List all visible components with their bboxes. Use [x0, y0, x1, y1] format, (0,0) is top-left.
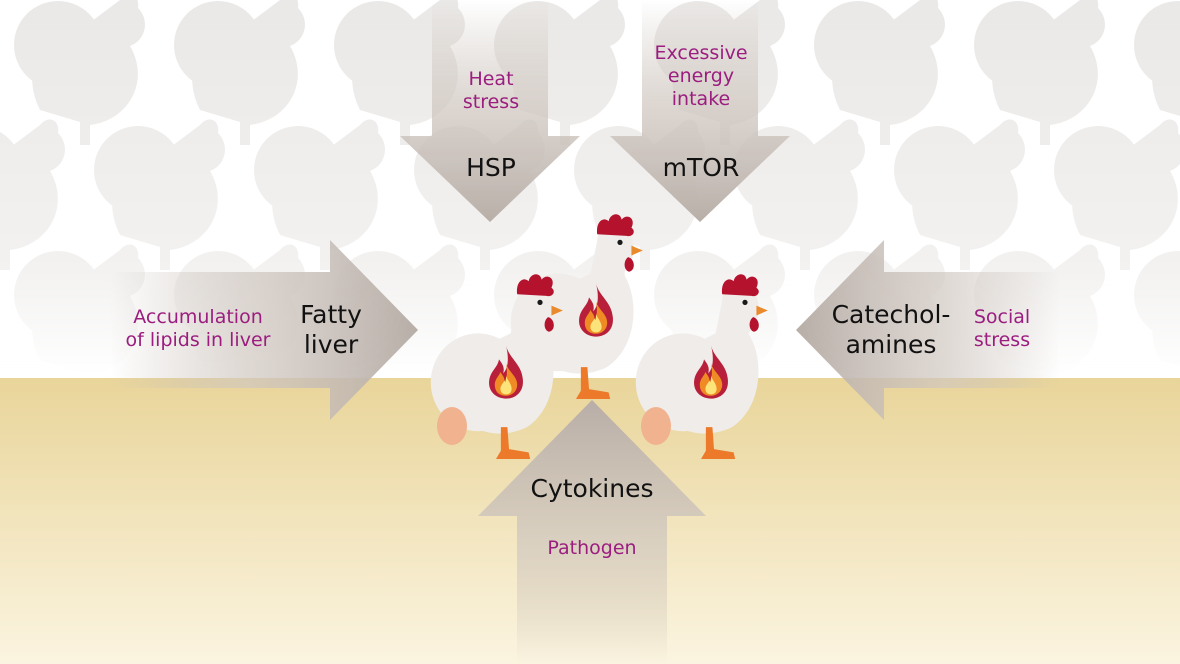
arrow-right: [796, 240, 1060, 420]
arrow-left: [110, 240, 418, 420]
mediator-fatty-liver: Fatty liver: [286, 300, 376, 360]
cause-line: of lipids in liver: [125, 328, 271, 351]
egg-icon: [641, 407, 671, 445]
cause-line: stress: [462, 90, 520, 113]
center-hens: [430, 214, 768, 459]
cause-excessive-energy-intake: Excessive energy intake: [630, 42, 772, 110]
egg-icon: [437, 407, 467, 445]
cause-heat-stress: Heat stress: [420, 68, 562, 114]
mediator-cytokines: Cytokines: [530, 474, 654, 503]
mediator-line: Fatty: [300, 300, 362, 329]
mediator-hsp: HSP: [466, 153, 516, 182]
cause-line: Accumulation: [133, 306, 263, 328]
mediator-line: Catechol-: [831, 300, 951, 329]
cause-line: Social: [973, 306, 1031, 328]
cause-line: Excessive: [654, 42, 748, 64]
mediator-catecholamines: Catechol- amines: [828, 300, 954, 360]
arrow-top-left: [400, 0, 580, 222]
cause-pathogen: Pathogen: [547, 537, 637, 559]
mediator-line: amines: [845, 330, 937, 359]
mediator-line: liver: [303, 330, 359, 359]
cause-accumulation-of-lipids: Accumulation of lipids in liver: [108, 306, 288, 352]
arrow-bottom: [478, 400, 706, 664]
cause-social-stress: Social stress: [960, 306, 1044, 352]
cause-line: intake: [671, 87, 731, 110]
cause-line: energy: [667, 64, 735, 87]
cause-line: Heat: [468, 68, 514, 90]
cause-line: stress: [973, 328, 1031, 351]
mediator-mtor: mTOR: [662, 153, 740, 182]
arrow-top-right: [610, 0, 790, 222]
